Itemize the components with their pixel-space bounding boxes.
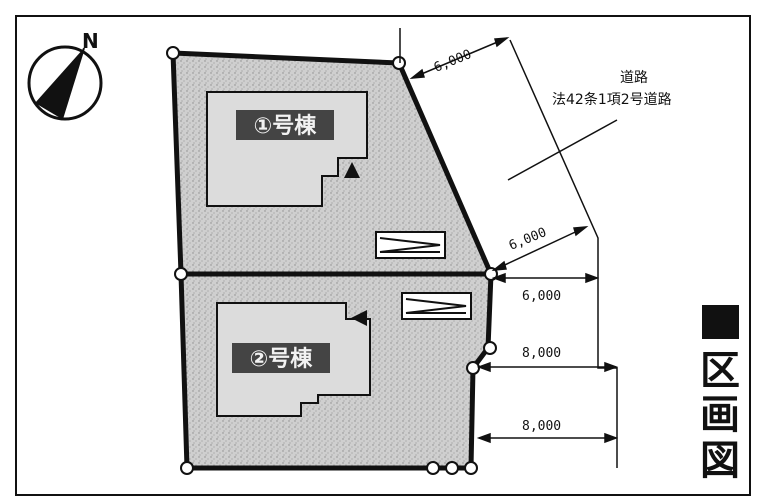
building-2-label: ②号棟 (250, 346, 314, 372)
drawing-frame (15, 15, 751, 496)
building-1-label: ①号棟 (254, 113, 318, 139)
dimension-label-2: 6,000 (507, 225, 549, 254)
title-char-3: 図 (700, 438, 740, 484)
boundary-markers (166, 46, 498, 475)
road-edge (509, 39, 618, 468)
entrance-2-icon (351, 310, 367, 326)
north-pointer-icon (35, 48, 84, 119)
title-marker (702, 305, 739, 339)
dimension-label-3: 6,000 (522, 289, 561, 304)
road-label: 道路 (620, 70, 648, 86)
dimension-label-5: 8,000 (522, 419, 561, 434)
dimension-label-1: 6,000 (432, 47, 474, 76)
dimension-label-4: 8,000 (522, 346, 561, 361)
north-arrow: N (27, 29, 103, 121)
title-char-2: 画 (700, 392, 740, 438)
parking-1 (375, 231, 446, 259)
parking-2 (401, 292, 472, 320)
building-2-label-bg (232, 343, 330, 373)
title-char-1: 区 (700, 348, 740, 394)
road-type-label: 法42条1項2号道路 (552, 91, 672, 108)
entrance-1-icon (344, 162, 360, 178)
building-1-label-bg (236, 110, 334, 140)
north-label: N (82, 29, 99, 53)
dimension-lines (399, 28, 619, 444)
